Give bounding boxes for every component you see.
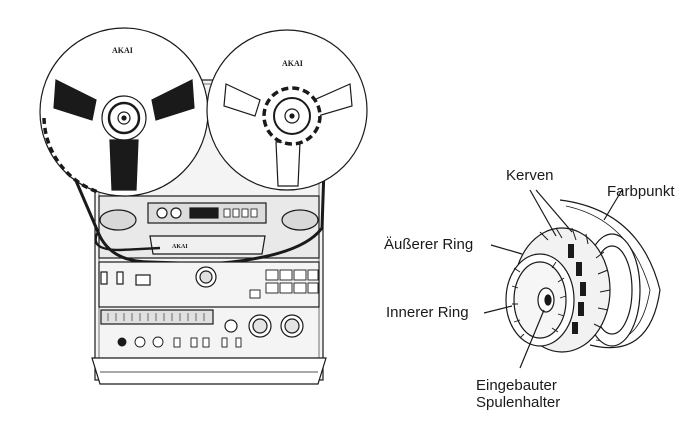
counter-buttons — [223, 208, 258, 218]
knob-left-icon — [156, 207, 168, 219]
left-reel-window-icon — [151, 79, 195, 121]
switch-icon — [135, 274, 151, 286]
leader-kerven — [529, 189, 557, 237]
ring-window-slots — [568, 244, 586, 334]
small-knob-icon — [224, 319, 238, 333]
transport-buttons — [249, 269, 319, 299]
head-block-brand: AKAI — [172, 244, 188, 250]
input-controls — [117, 336, 242, 348]
notch-pattern — [539, 227, 611, 329]
switch-icon — [116, 271, 124, 285]
label-ausserer-ring: Äußerer Ring — [384, 236, 474, 253]
label-spulenhalter: Spulenhalter — [476, 394, 561, 411]
left-reel-window-icon — [53, 79, 97, 121]
vu-meters — [100, 309, 214, 325]
right-reel-window-icon — [223, 83, 261, 117]
tension-arm-left-icon — [99, 209, 137, 231]
left-reel-window-icon — [109, 139, 139, 191]
label-kerven: Kerven — [506, 167, 554, 184]
left-reel — [39, 27, 209, 197]
reel-flange-outline — [559, 199, 661, 349]
switch-icon — [100, 271, 108, 285]
right-reel — [206, 29, 368, 191]
label-innerer-ring: Innerer Ring — [386, 304, 469, 321]
leader-spulenhalter — [519, 309, 545, 369]
deck-base — [91, 357, 327, 385]
tension-arm-right-icon — [281, 209, 319, 231]
right-reel-window-icon — [275, 141, 301, 187]
counter-display — [189, 207, 219, 219]
leader-innerer-ring — [483, 305, 513, 314]
reel-holder-detail — [483, 189, 661, 369]
label-eingebauter: Eingebauter — [476, 377, 557, 394]
left-reel-brand: AKAI — [112, 46, 133, 55]
leader-farbpunkt — [603, 189, 623, 221]
label-farbpunkt: Farbpunkt — [607, 183, 675, 200]
knob-right-icon — [170, 207, 182, 219]
head-cover — [149, 235, 266, 255]
leader-ausserer-ring — [490, 244, 523, 255]
right-reel-brand: AKAI — [282, 59, 303, 68]
